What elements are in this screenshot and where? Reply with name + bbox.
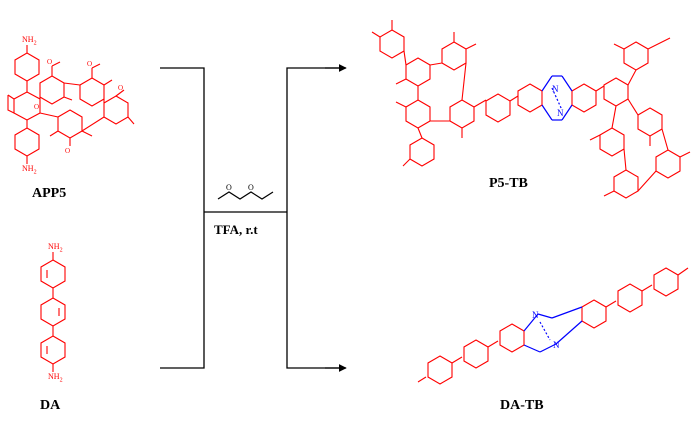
- atom-subscript: 2: [59, 377, 63, 384]
- app5-oxygen-label: O: [34, 103, 39, 111]
- atom-nh: NH: [22, 35, 34, 44]
- da-top-amine-label: NH2: [48, 243, 63, 254]
- da-structure: [40, 252, 66, 372]
- datb-nitrogen-label: N: [532, 310, 539, 320]
- p5tb-troger-base: [541, 75, 573, 121]
- dimethoxymethane-structure: [217, 191, 274, 200]
- p5tb-label: P5-TB: [489, 176, 528, 191]
- app5-oxygen-label: O: [65, 147, 70, 155]
- p5tb-structure: [371, 20, 691, 199]
- app5-structure: [7, 45, 135, 164]
- product-branch-line: [286, 67, 340, 369]
- app5-oxygen-label: O: [47, 58, 52, 66]
- reactant-connector-line: [160, 67, 205, 369]
- app5-top-amine-label: NH2: [22, 36, 37, 47]
- atom-nh: NH: [48, 242, 60, 251]
- reagent-o-left: O: [226, 183, 232, 192]
- datb-structure: [417, 267, 689, 385]
- da-bottom-amine-label: NH2: [48, 373, 63, 384]
- datb-label: DA-TB: [500, 398, 544, 413]
- reaction-conditions: TFA, r.t: [214, 222, 258, 237]
- p5tb-nitrogen-label: N: [552, 84, 559, 94]
- atom-subscript: 2: [59, 247, 63, 254]
- atom-subscript: 2: [33, 40, 37, 47]
- da-label: DA: [40, 398, 61, 413]
- atom-nh: NH: [48, 372, 60, 381]
- reagent-o-right: O: [248, 183, 254, 192]
- atom-nh: NH: [22, 164, 34, 173]
- app5-oxygen-label: O: [87, 60, 92, 68]
- app5-label: APP5: [32, 186, 67, 201]
- datb-nitrogen-label: N: [553, 340, 560, 350]
- reaction-arrows: [160, 64, 347, 372]
- p5tb-nitrogen-label: N: [557, 108, 564, 118]
- app5-oxygen-label: O: [118, 84, 123, 92]
- app5-bottom-amine-label: NH2: [22, 165, 37, 176]
- datb-troger-base: [523, 306, 583, 353]
- atom-subscript: 2: [33, 169, 37, 176]
